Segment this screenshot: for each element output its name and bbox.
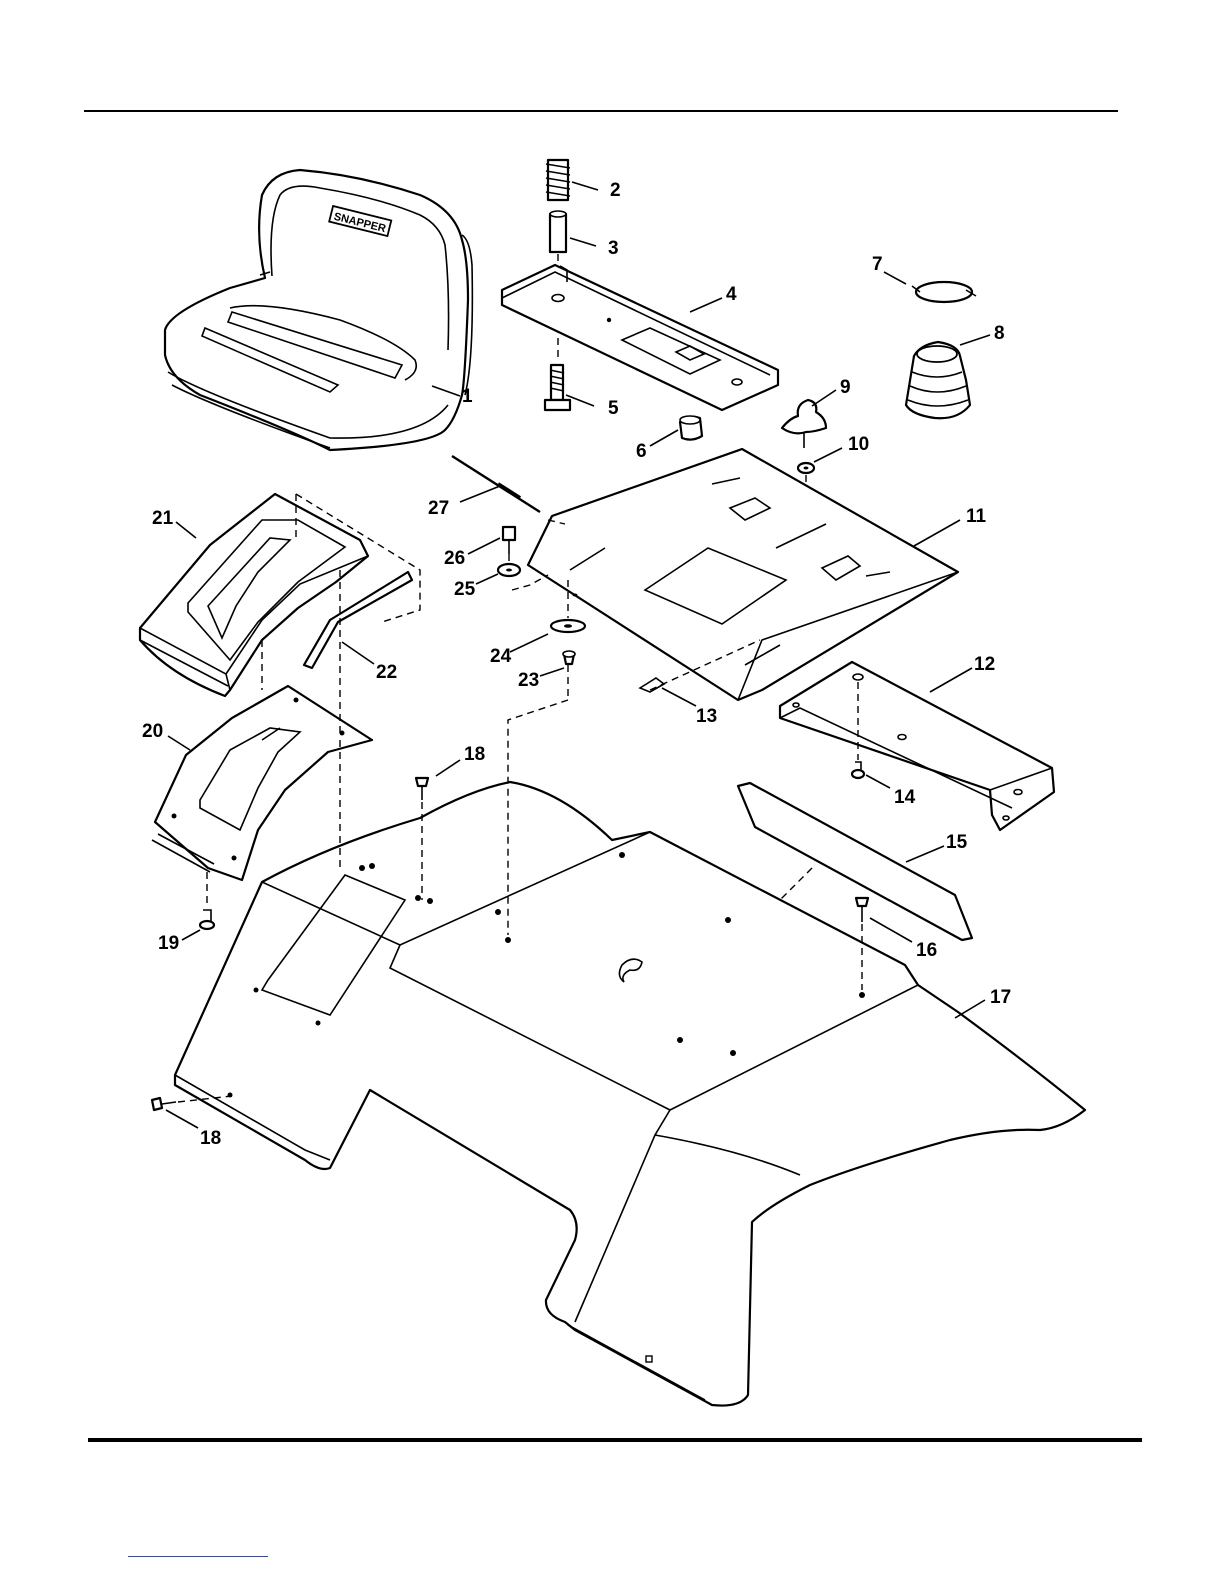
callout-3: 3 (608, 238, 619, 259)
callout-19: 19 (158, 933, 179, 954)
callout-15: 15 (946, 832, 968, 853)
callout-20: 20 (142, 721, 163, 742)
callout-18-upper: 18 (464, 744, 485, 765)
callout-2: 2 (610, 180, 621, 201)
callout-12: 12 (974, 654, 995, 675)
callout-14: 14 (894, 787, 916, 808)
callout-26: 26 (444, 548, 465, 569)
spacer-part (550, 211, 566, 252)
footer-rule (88, 1438, 1142, 1442)
bolt-part-14 (852, 762, 864, 778)
callout-9: 9 (840, 377, 851, 398)
callout-17: 17 (990, 987, 1011, 1008)
console-cover-part (140, 494, 368, 696)
bolt-part-19 (200, 910, 214, 929)
callout-21: 21 (152, 508, 174, 529)
callout-13: 13 (696, 706, 717, 727)
seat-mount-plate-part (528, 449, 958, 700)
rear-fender-part (175, 782, 1085, 1406)
knob-part (782, 400, 826, 448)
callout-16: 16 (916, 940, 937, 961)
callout-1: 1 (462, 386, 473, 407)
washer-part-24 (551, 620, 585, 632)
bolt-part-5 (545, 365, 570, 410)
callout-5: 5 (608, 398, 619, 419)
callout-22: 22 (376, 662, 397, 683)
washer-part-25 (498, 564, 520, 576)
callout-10: 10 (848, 434, 869, 455)
boot-part (906, 342, 970, 418)
pin-part (640, 678, 664, 692)
callout-7: 7 (872, 254, 883, 275)
bolt-part-18-upper (416, 778, 428, 800)
callout-4: 4 (726, 284, 737, 305)
washer-part-10 (798, 463, 814, 473)
footer-link-underline[interactable] (128, 1556, 268, 1557)
callout-6: 6 (636, 441, 647, 462)
callout-23: 23 (518, 670, 539, 691)
callout-27: 27 (428, 498, 449, 519)
callout-18-lower: 18 (200, 1128, 221, 1149)
rod-part (452, 456, 540, 512)
spring-part (546, 160, 570, 200)
bolt-part-18-lower (152, 1098, 176, 1110)
bolt-part-26 (503, 527, 515, 554)
bolt-part-16 (856, 898, 868, 922)
clip-part (912, 282, 976, 302)
seat-part (165, 170, 472, 450)
bushing-part (680, 416, 702, 440)
seat-bracket-part (502, 265, 778, 410)
bolt-part-23 (563, 651, 575, 664)
callout-11: 11 (966, 506, 987, 527)
callout-25: 25 (454, 579, 476, 600)
rear-bracket-part (780, 662, 1054, 830)
callout-8: 8 (994, 323, 1005, 344)
callout-24: 24 (490, 646, 512, 667)
